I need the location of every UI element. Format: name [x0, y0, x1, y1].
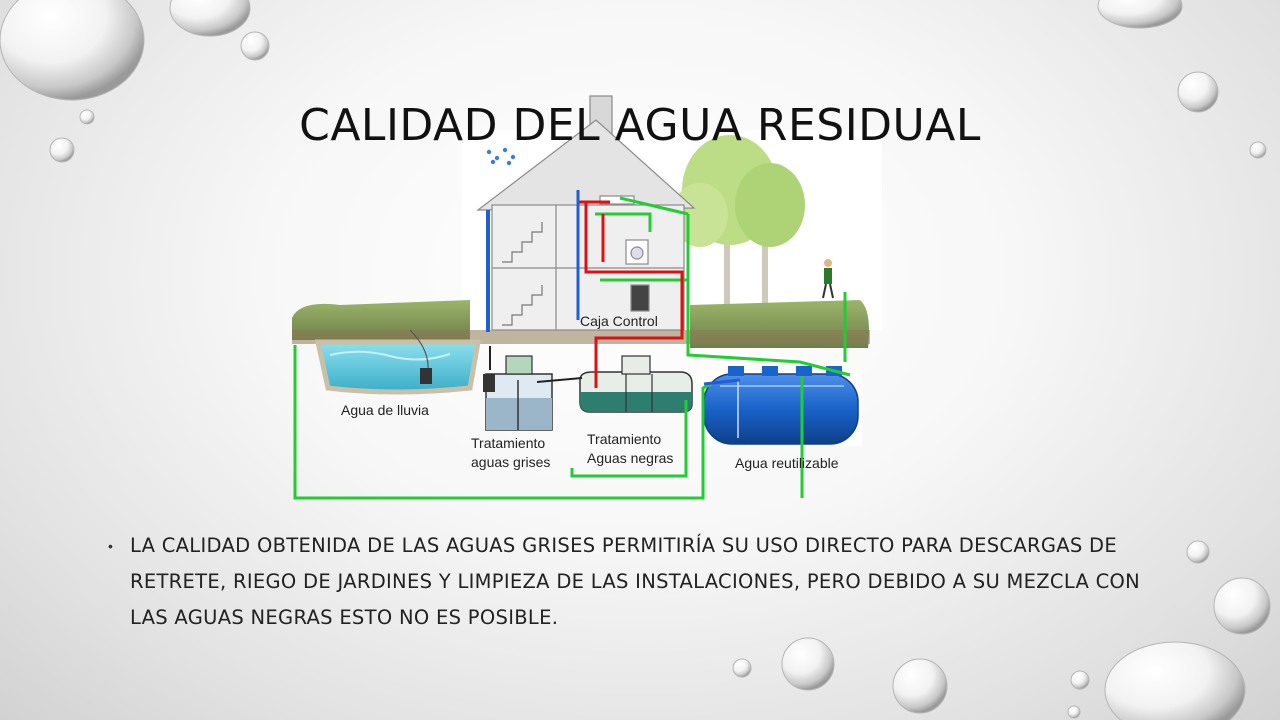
label-rain-water: Agua de lluvia [341, 402, 429, 418]
label-reusable-water: Agua reutilizable [735, 455, 839, 471]
link-pipes [489, 346, 583, 383]
droplet [1104, 641, 1246, 720]
bullet-marker: • [108, 538, 113, 554]
gardener-figure [822, 259, 834, 299]
rain-icon [486, 147, 516, 166]
droplet [1067, 705, 1081, 719]
rain-water-pool [314, 339, 481, 395]
house [476, 95, 696, 331]
blue-pipes [576, 190, 741, 386]
reusable-water-tank [702, 366, 862, 446]
green-pipes [293, 196, 851, 500]
droplet [1070, 670, 1090, 690]
grey-water-tank [483, 355, 553, 431]
black-water-tank [579, 355, 693, 413]
bullet-text: La calidad obtenida de las aguas grises … [130, 534, 1141, 629]
slide-title: CALIDAD DEL AGUA RESIDUAL [299, 100, 981, 151]
droplet [732, 658, 752, 678]
trees [672, 135, 805, 305]
droplet [49, 137, 75, 163]
droplet [1177, 71, 1219, 113]
bullet-list: • La calidad obtenida de las aguas grise… [108, 528, 1168, 636]
label-grey-treatment-1: Tratamiento [471, 435, 546, 451]
droplet [79, 109, 95, 125]
droplet [892, 658, 948, 714]
red-pipes [578, 200, 684, 388]
droplet [169, 0, 251, 37]
droplet [1097, 0, 1183, 29]
droplet [1186, 540, 1210, 564]
label-grey-treatment-2: aguas grises [471, 454, 551, 470]
droplet [240, 31, 270, 61]
label-black-treatment-2: Aguas negras [587, 450, 674, 466]
label-control-box: Caja Control [580, 313, 658, 329]
droplet [781, 637, 835, 691]
label-black-treatment-1: Tratamiento [587, 431, 662, 447]
droplet [1249, 141, 1267, 159]
droplet [0, 0, 145, 101]
pool-pump [420, 368, 432, 384]
droplet [1213, 577, 1271, 635]
